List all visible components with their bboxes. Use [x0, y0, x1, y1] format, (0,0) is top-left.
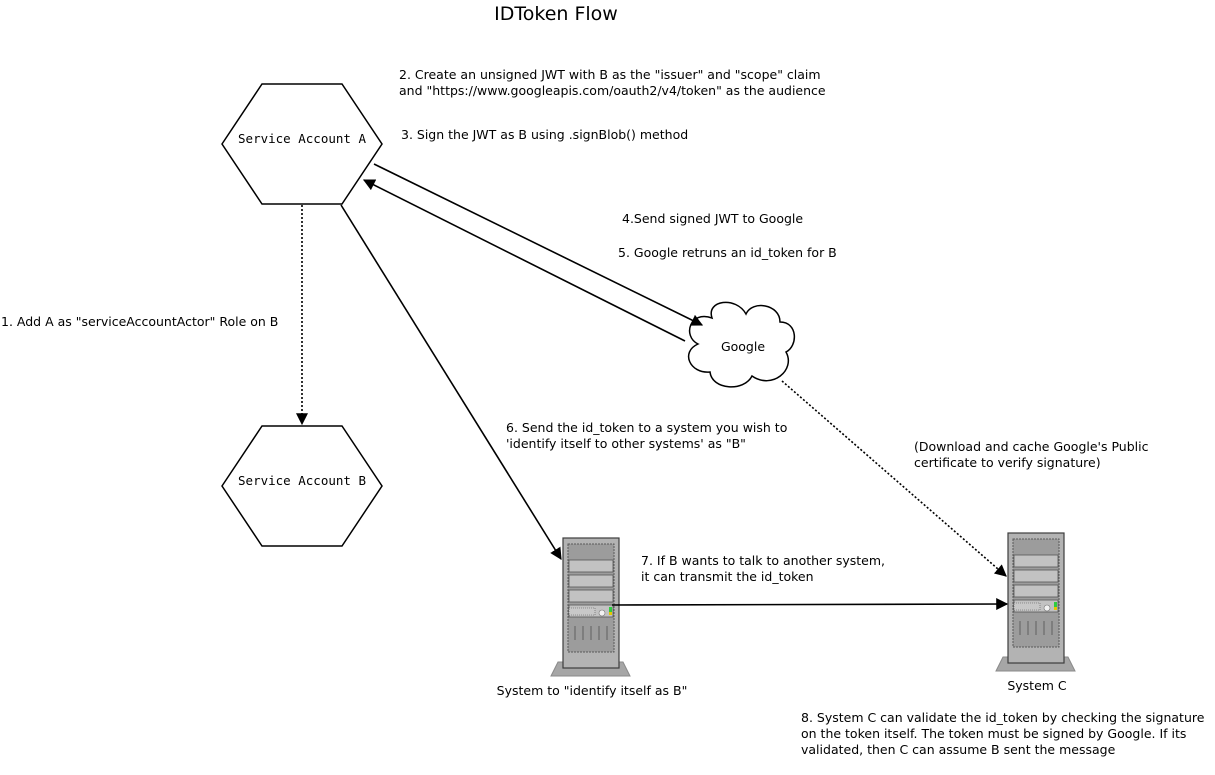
edge-google-cert [781, 380, 1007, 577]
google-label: Google [721, 339, 765, 354]
download-cert-label-line1: (Download and cache Google's Public [914, 439, 1149, 454]
system-c-label: System C [1007, 678, 1067, 693]
service-account-b-node: Service Account B [221, 425, 383, 547]
edge-return-token [362, 179, 686, 342]
google-cloud-node: Google [687, 301, 795, 388]
step8-label-line1: 8. System C can validate the id_token by… [801, 710, 1205, 725]
step6-label-line2: 'identify itself to other systems' as "B… [506, 436, 746, 451]
service-account-a-node: Service Account A [221, 83, 383, 205]
system-c-server [995, 532, 1076, 672]
service-account-a-label: Service Account A [238, 131, 366, 146]
step5-label: 5. Google retruns an id_token for B [618, 245, 837, 260]
step3-label: 3. Sign the JWT as B using .signBlob() m… [401, 127, 688, 142]
step1-label: 1. Add A as "serviceAccountActor" Role o… [1, 314, 278, 329]
step7-label-line1: 7. If B wants to talk to another system, [641, 553, 885, 568]
step8-label-line2: on the token itself. The token must be s… [801, 726, 1186, 741]
diagram-title: IDToken Flow [494, 3, 618, 25]
step2-label-line2: and "https://www.googleapis.com/oauth2/v… [399, 83, 826, 98]
edge-system-b-to-c [611, 598, 1009, 611]
edge-send-jwt [373, 163, 704, 326]
download-cert-label-line2: certificate to verify signature) [914, 455, 1101, 470]
step8-label-line3: validated, then C can assume B sent the … [801, 742, 1116, 757]
step2-label-line1: 2. Create an unsigned JWT with B as the … [399, 67, 821, 82]
edge-send-token-to-system [340, 204, 562, 561]
step7-label-line2: it can transmit the id_token [641, 569, 814, 584]
system-b-server [550, 537, 631, 677]
step4-label: 4.Send signed JWT to Google [622, 211, 803, 226]
service-account-b-label: Service Account B [238, 473, 366, 488]
system-b-label: System to "identify itself as B" [497, 683, 688, 698]
step6-label-line1: 6. Send the id_token to a system you wis… [506, 420, 787, 435]
